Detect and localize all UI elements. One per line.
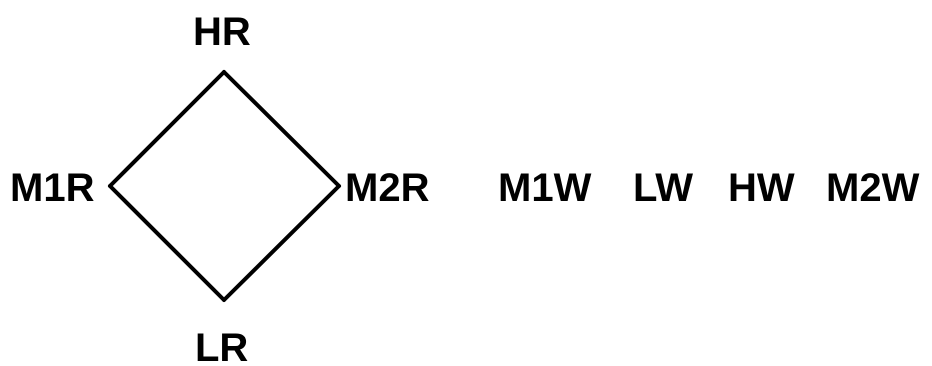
node-label-m1r: M1R [10, 166, 95, 210]
edge-m2r-lr [222, 184, 341, 302]
node-label-m2w: M2W [826, 166, 920, 210]
node-label-lw: LW [633, 166, 693, 210]
edge-lr-m1r [108, 184, 226, 302]
node-label-lr: LR [195, 326, 249, 366]
node-label-m2r: M2R [345, 166, 430, 210]
edge-hr-m2r [222, 70, 341, 188]
node-label-m1w: M1W [498, 166, 592, 210]
node-label-hr: HR [193, 10, 251, 54]
node-label-hw: HW [728, 166, 795, 210]
edge-m1r-hr [108, 70, 226, 188]
